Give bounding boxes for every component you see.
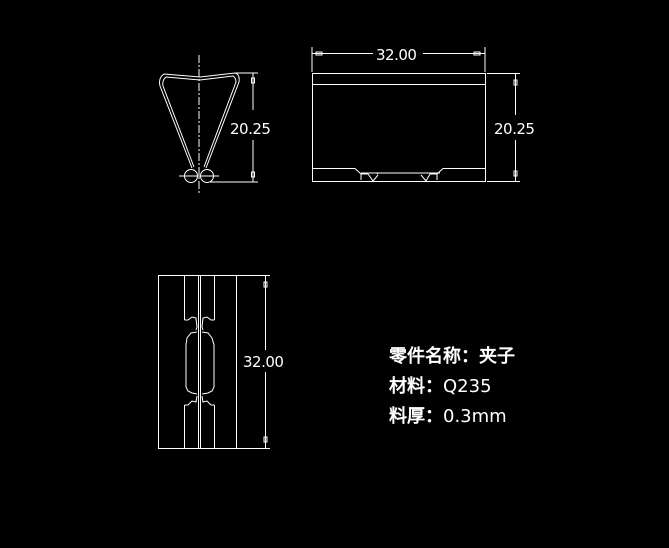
note-label: 零件名称： [389,346,479,367]
front-width-dimension: 32.00 [376,46,416,64]
front-height-dimension: 20.25 [494,120,534,138]
note-value: 0.3mm [443,406,507,427]
dimension-arrow [513,79,518,86]
dimension-arrow [263,436,268,443]
front-view: 32.00 20.25 [311,46,535,182]
bottom-notch-detail [312,168,486,182]
note-material: 材料：Q235 [389,372,492,402]
dimension-arrow [251,171,255,178]
dimension-arrow [251,77,255,84]
note-value: 夹子 [479,346,515,367]
top-view: 32.00 [158,275,284,449]
side-height-dimension: 20.25 [230,120,270,138]
note-value: Q235 [443,376,492,397]
top-length-dimension: 32.00 [243,353,283,371]
dimension-arrow [473,51,481,56]
side-view: 20.25 [159,55,271,195]
clip-profile-inner [162,75,237,168]
dimension-arrow [513,170,518,177]
note-label: 料厚： [389,406,443,427]
top-outline [158,275,237,449]
note-part-name: 零件名称：夹子 [389,342,515,372]
note-thickness: 料厚：0.3mm [389,402,507,432]
center-cutout [184,316,215,406]
dimension-arrow [263,281,268,288]
note-label: 材料： [389,376,443,397]
dimension-arrow [315,51,323,56]
front-outline [312,73,486,182]
